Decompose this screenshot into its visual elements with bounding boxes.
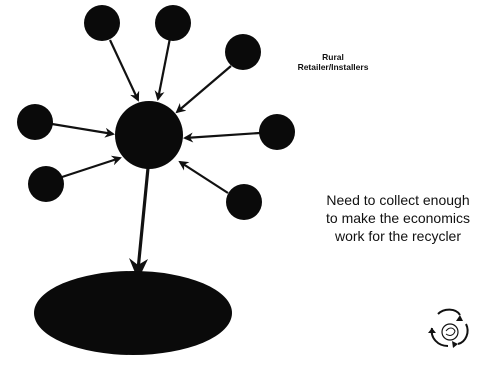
satellite-nodes bbox=[17, 5, 295, 220]
arrow-1 bbox=[109, 39, 140, 102]
satellite-node-7 bbox=[226, 184, 262, 220]
arrow-3 bbox=[175, 65, 232, 114]
note-line-2: to make the economics bbox=[326, 210, 470, 226]
arrow-7 bbox=[178, 160, 229, 194]
recycler-node bbox=[34, 271, 232, 355]
hub-node bbox=[115, 101, 183, 169]
satellite-node-1 bbox=[84, 5, 120, 41]
satellite-node-3 bbox=[225, 34, 261, 70]
arrow-5 bbox=[183, 131, 261, 143]
inbound-arrows bbox=[51, 37, 261, 194]
satellite-node-5 bbox=[259, 114, 295, 150]
satellite-node-4 bbox=[17, 104, 53, 140]
arrow-2 bbox=[154, 37, 172, 101]
recycle-icon bbox=[428, 308, 469, 348]
node-label-line2: Retailer/Installers bbox=[298, 62, 369, 72]
arrow-6 bbox=[61, 155, 122, 179]
note-line-3: work for the recycler bbox=[334, 228, 461, 244]
satellite-node-6 bbox=[28, 166, 64, 202]
node-label-line1: Rural bbox=[322, 52, 344, 62]
arrow-4 bbox=[51, 122, 115, 138]
note-line-1: Need to collect enough bbox=[326, 192, 469, 208]
arrow-to-recycler-head bbox=[129, 258, 148, 280]
satellite-node-2 bbox=[155, 5, 191, 41]
arrow-to-recycler bbox=[136, 167, 150, 271]
